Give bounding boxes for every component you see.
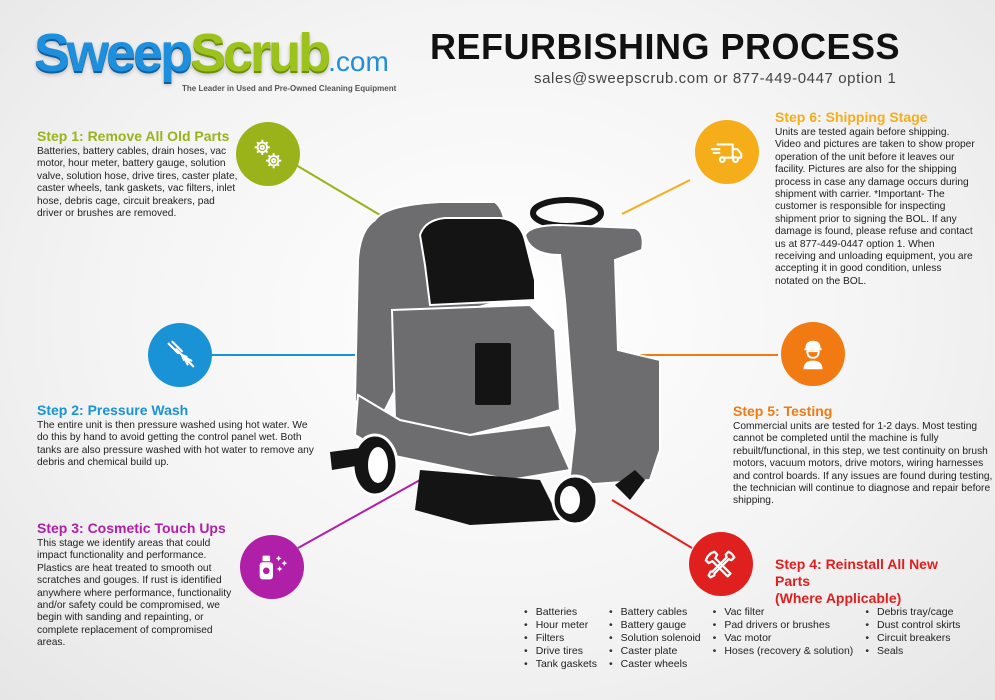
step-5-title: Step 5: Testing [733,403,833,419]
gears-icon [236,122,300,186]
part-item: Battery gauge [609,619,701,632]
part-item: Battery cables [609,606,701,619]
parts-column-2: Battery cables Battery gauge Solution so… [609,606,701,671]
step-5-body: Commercial units are tested for 1-2 days… [733,421,993,507]
step-6-body: Units are tested again before shipping. … [775,127,975,287]
step-6-section: Step 6: Shipping Stage Units are tested … [775,109,975,288]
part-item: Filters [524,632,597,645]
step-4-parts-list: Batteries Hour meter Filters Drive tires… [524,606,972,671]
part-item: Caster wheels [609,658,701,671]
step-4-title: Step 4: Reinstall All New Parts (Where A… [775,556,975,607]
part-item: Solution solenoid [609,632,701,645]
part-item: Drive tires [524,645,597,658]
step-2-body: The entire unit is then pressure washed … [37,420,314,469]
part-item: Seals [865,645,960,658]
spray-bottle-sparkle-icon [240,535,304,599]
step-1-body: Batteries, battery cables, drain hoses, … [37,146,238,220]
step-2-title: Step 2: Pressure Wash [37,402,189,418]
step-4-title-line1: Step 4: Reinstall All New Parts [775,556,938,589]
step-3-body: This stage we identify areas that could … [37,538,232,649]
part-item: Hoses (recovery & solution) [713,645,853,658]
contact-info: sales@sweepscrub.com or 877-449-0447 opt… [534,70,897,87]
step-2-section: Step 2: Pressure Wash The entire unit is… [37,402,317,470]
part-item: Caster plate [609,645,701,658]
part-item: Vac motor [713,632,854,645]
part-item: Hour meter [524,619,597,632]
step-6-title: Step 6: Shipping Stage [775,109,928,125]
part-item: Vac filter [713,606,854,619]
step-4-section: Step 4: Reinstall All New Parts (Where A… [775,556,975,609]
step-5-section: Step 5: Testing Commercial units are tes… [733,403,993,508]
part-item: Circuit breakers [865,632,960,645]
delivery-truck-icon [695,120,759,184]
part-item: Batteries [524,606,597,619]
step-3-section: Step 3: Cosmetic Touch Ups This stage we… [37,520,242,650]
pressure-washer-nozzle-icon [148,323,212,387]
logo-tagline: The Leader in Used and Pre-Owned Cleanin… [182,84,397,93]
part-item: Tank gaskets [524,658,597,671]
step-1-section: Step 1: Remove All Old Parts Batteries, … [37,128,242,220]
step-4-title-line2: (Where Applicable) [775,590,902,606]
technician-hardhat-icon [781,322,845,386]
step-3-title: Step 3: Cosmetic Touch Ups [37,520,226,536]
step-1-title: Step 1: Remove All Old Parts [37,128,230,144]
parts-column-3: Vac filter Pad drivers or brushes Vac mo… [713,606,854,671]
page-title: REFURBISHING PROCESS [430,26,901,67]
part-item: Debris tray/cage [865,606,960,619]
part-item: Dust control skirts [865,619,960,632]
logo-sweep-text: Sweep [34,23,193,83]
part-item: Pad drivers or brushes [713,619,854,632]
wrench-screwdriver-icon [689,532,753,596]
floor-scrubber-illustration [330,197,661,526]
logo-scrub-text: Scrub [190,23,331,83]
parts-column-4: Debris tray/cage Dust control skirts Cir… [865,606,960,671]
logo-com-text: .com [328,46,389,77]
parts-column-1: Batteries Hour meter Filters Drive tires… [524,606,597,671]
sweepscrub-logo[interactable]: SweepScrub.com The Leader in Used and Pr… [34,26,414,106]
